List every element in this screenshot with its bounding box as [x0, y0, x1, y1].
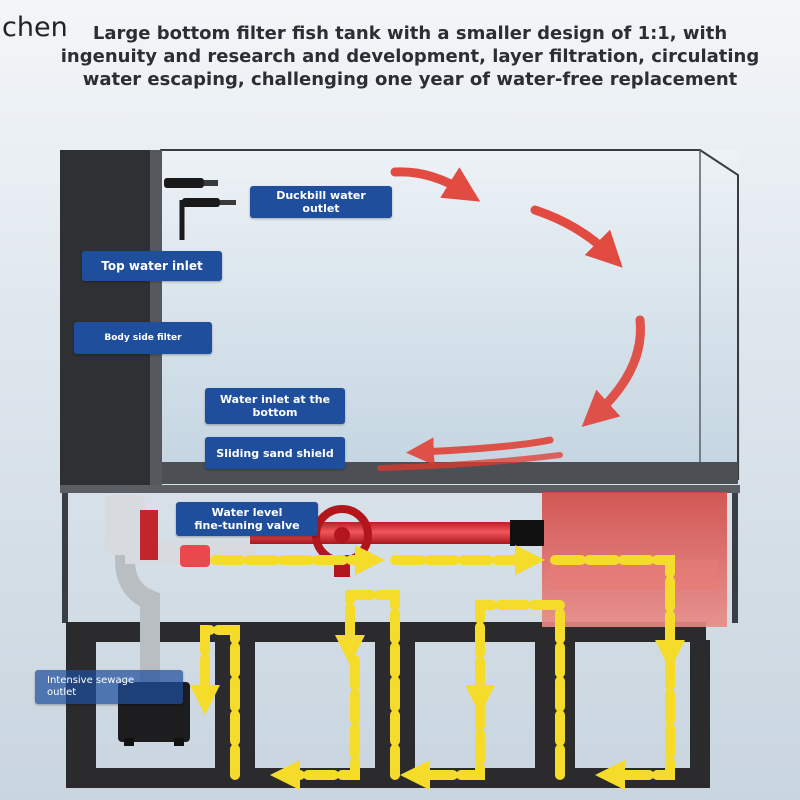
headline: Large bottom filter fish tank with a sma…	[40, 22, 780, 91]
callout-valve-line-2: fine-tuning valve	[194, 519, 300, 532]
callout-sewage-line-1: Intensive sewage	[47, 675, 135, 686]
headline-line-2: ingenuity and research and development, …	[60, 46, 760, 67]
callout-bottom-inlet-line-2: bottom	[252, 406, 298, 419]
headline-line-1: Large bottom filter fish tank with a sma…	[92, 23, 728, 44]
callout-valve-line-1: Water level	[211, 506, 283, 519]
duckbill-nozzle	[164, 178, 236, 240]
ball-valve	[180, 545, 210, 567]
callout-intensive-sewage-outlet: Intensive sewage outlet	[35, 670, 183, 704]
callout-sliding-sand-shield: Sliding sand shield	[205, 437, 345, 469]
watermark-text: chen	[2, 12, 68, 43]
callout-sand-shield-label: Sliding sand shield	[216, 446, 334, 460]
callout-body-side-filter: Body side filter	[74, 322, 212, 354]
water-flow-path	[190, 545, 685, 790]
callout-duckbill-line-2: outlet	[302, 202, 340, 215]
headline-line-3: water escaping, challenging one year of …	[82, 69, 738, 90]
callout-sewage-line-2: outlet	[47, 687, 77, 698]
callout-body-side-filter-label: Body side filter	[104, 333, 182, 343]
callout-bottom-water-inlet: Water inlet at the bottom	[205, 388, 345, 424]
glass-tank	[160, 149, 740, 484]
callout-water-level-valve: Water level fine-tuning valve	[176, 502, 318, 536]
callout-top-inlet-label: Top water inlet	[101, 259, 203, 273]
callout-top-water-inlet: Top water inlet	[82, 251, 222, 281]
callout-duckbill-outlet: Duckbill water outlet	[250, 186, 392, 218]
callout-duckbill-line-1: Duckbill water	[276, 189, 366, 202]
circulation-arrows	[377, 167, 645, 471]
side-filter-column	[60, 150, 162, 485]
callout-bottom-inlet-line-1: Water inlet at the	[219, 393, 331, 406]
